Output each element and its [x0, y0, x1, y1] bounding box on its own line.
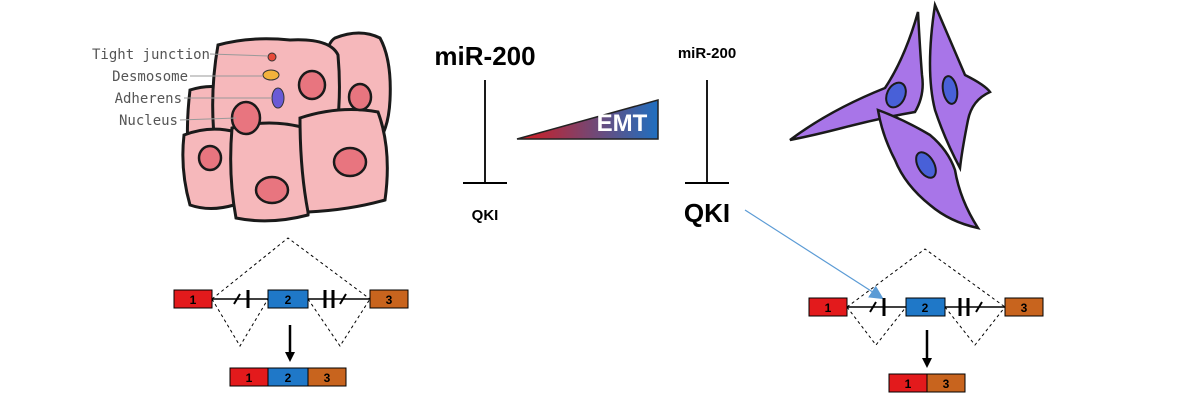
- inclusion-junction-arc: [211, 298, 269, 347]
- mir200-label-large: miR-200: [434, 41, 535, 71]
- emt-gradient: EMT: [516, 99, 659, 140]
- splicing-skipping: 1 2 3 1 3: [808, 248, 1044, 393]
- mesenchymal-nucleus: [885, 81, 907, 109]
- leader-line: [179, 117, 237, 121]
- emt-triangle: [516, 99, 659, 140]
- epithelial-cell-cluster: Tight junction Desmosome Adherens Nucleu…: [92, 31, 392, 223]
- epithelial-nucleus: [197, 144, 223, 172]
- qki-binding-arrow: [744, 209, 884, 300]
- desmosome-marker: [262, 69, 280, 81]
- exon-2-label: 2: [285, 293, 292, 307]
- skip-junction-arc: [211, 237, 371, 300]
- intron-break-mark: [869, 301, 877, 313]
- qki-label-large: QKI: [684, 198, 730, 228]
- product-exon-2-label: 2: [285, 371, 292, 385]
- intron-break-mark: [975, 301, 983, 313]
- mesenchymal-cell: [928, 0, 992, 173]
- nucleus-label: Nucleus: [119, 113, 178, 129]
- emt-label: EMT: [597, 110, 648, 137]
- product-exon-3: [307, 367, 347, 387]
- epithelial-nucleus: [332, 146, 368, 178]
- adherens-marker: [271, 87, 285, 109]
- product-exon-3-label: 3: [324, 371, 331, 385]
- exon-3-label: 3: [1021, 301, 1028, 315]
- exon-1-label: 1: [190, 293, 197, 307]
- mesenchymal-nucleus: [941, 75, 959, 105]
- epithelial-nucleus: [297, 69, 327, 101]
- inclusion-junction-arc: [846, 306, 907, 346]
- product-exon-1-label: 1: [905, 377, 912, 391]
- skip-junction-arc: [846, 248, 1006, 308]
- exon-1-label: 1: [825, 301, 832, 315]
- mesenchymal-cell: [789, 11, 924, 142]
- epithelial-nucleus: [230, 100, 262, 136]
- inclusion-junction-arc: [944, 306, 1006, 346]
- exon-2-box: [905, 297, 946, 317]
- product-exon-1-label: 1: [246, 371, 253, 385]
- right-inhibition-axis: miR-200 QKI: [678, 45, 736, 228]
- adherens-label: Adherens: [115, 91, 182, 107]
- qki-label-small: QKI: [472, 207, 499, 224]
- epithelial-nucleus: [254, 175, 290, 205]
- tight-junction-label: Tight junction: [92, 47, 210, 63]
- product-exon-3-label: 3: [943, 377, 950, 391]
- intron-break-mark: [233, 293, 241, 305]
- exon-3-box: [1004, 297, 1044, 317]
- inclusion-junction-arc: [307, 298, 371, 347]
- product-exon-3: [926, 373, 966, 393]
- exon-3-box: [369, 289, 409, 309]
- exon-2-label: 2: [922, 301, 929, 315]
- epithelial-cell: [229, 121, 311, 223]
- desmosome-label: Desmosome: [112, 69, 188, 85]
- epithelial-nucleus: [347, 82, 373, 112]
- splicing-inclusion: 1 2 3 1 2 3: [173, 237, 409, 387]
- exon-1-box: [173, 289, 213, 309]
- tight-junction-marker: [267, 52, 277, 62]
- exon-2-box: [267, 289, 309, 309]
- mir200-label-small: miR-200: [678, 45, 736, 62]
- mesenchymal-nucleus: [915, 151, 937, 179]
- left-inhibition-axis: miR-200 QKI: [434, 41, 535, 224]
- exon-1-box: [808, 297, 848, 317]
- exon-3-label: 3: [386, 293, 393, 307]
- intron-break-mark: [339, 293, 347, 305]
- mesenchymal-cells: [789, 0, 992, 230]
- leader-line: [209, 53, 269, 57]
